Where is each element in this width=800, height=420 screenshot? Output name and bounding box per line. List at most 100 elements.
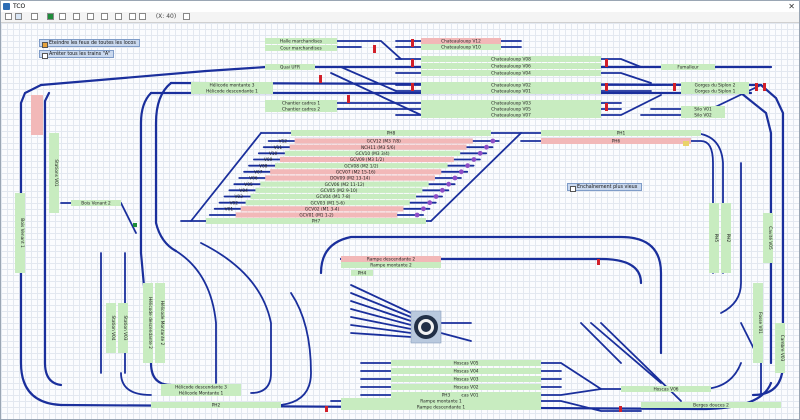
block-chat-v06[interactable]: Chateaulouop V06 — [491, 64, 531, 70]
track-plan-canvas[interactable]: Halle marchandises Cour marchandises Qua… — [1, 23, 799, 419]
block-chantier1[interactable]: Chantier cadres 1 — [282, 101, 320, 107]
block-helicom2[interactable]: Hélicode Montante 2 — [159, 301, 166, 346]
block-bois-venant2[interactable]: Bois Venant 2 — [81, 201, 111, 207]
loco-marker-icon[interactable] — [471, 157, 477, 162]
loco-marker-icon[interactable] — [414, 212, 420, 218]
signal-red[interactable] — [605, 59, 608, 67]
block-cour[interactable]: Cour marchandises — [280, 46, 322, 52]
yard-block[interactable] — [250, 193, 417, 200]
block-chantier2[interactable]: Chantier cadres 2 — [282, 107, 320, 113]
curve-icon[interactable] — [73, 13, 80, 20]
block-chat-v05[interactable]: Chateaulouop V05 — [491, 107, 531, 113]
block-gorges2[interactable]: Gorges du Siplon 2 — [695, 83, 736, 89]
signal-red[interactable] — [763, 83, 766, 91]
loco-marker-icon[interactable] — [427, 200, 433, 206]
loco-marker-icon[interactable] — [439, 187, 445, 193]
grid-icon[interactable] — [183, 13, 190, 20]
block-hoscas-v04[interactable]: Hoscas V04 — [453, 369, 478, 375]
block-fosse[interactable]: Fosse V01 — [757, 312, 763, 334]
block-ph1[interactable]: PH1 — [617, 131, 626, 137]
block-halle[interactable]: Halle marchandises — [280, 39, 323, 45]
loco-marker-icon[interactable] — [477, 150, 483, 156]
block-ph3[interactable]: PH3 — [442, 393, 451, 399]
track-icon[interactable] — [59, 13, 66, 20]
pencil-icon[interactable] — [31, 13, 38, 20]
block-hoscas-v06[interactable]: Hoscas V06 — [653, 387, 678, 393]
loco-marker-icon[interactable] — [458, 169, 464, 175]
yard-block[interactable] — [284, 150, 461, 156]
block-ph2-vertical[interactable]: PH2 — [725, 234, 731, 243]
yard-block[interactable] — [255, 187, 423, 193]
block-chat-v12[interactable]: Chateaulouop V12 — [441, 39, 481, 45]
block-chat-v03[interactable]: Chateaulouop V03 — [491, 101, 531, 107]
block-station-v03[interactable]: Station V03 — [122, 315, 128, 340]
block-helicom1[interactable]: Hélicode Montante 1 — [179, 390, 224, 397]
signal-red[interactable] — [319, 75, 322, 83]
loco-marker-icon[interactable] — [490, 138, 496, 144]
signal-red[interactable] — [755, 83, 758, 91]
yard-block[interactable] — [279, 156, 454, 163]
loco-marker-icon[interactable] — [421, 206, 426, 212]
block-hoscas-v01[interactable]: Hoscas V01 — [453, 393, 478, 399]
chain-button[interactable]: Enchaînement plus vieux — [567, 183, 642, 192]
block-ph5[interactable]: PH5 — [713, 234, 719, 243]
yard-block[interactable] — [260, 181, 429, 187]
block-ph4[interactable]: PH4 — [358, 271, 367, 277]
block-ph6[interactable]: PH6 — [612, 139, 621, 145]
block-cavite[interactable]: Cavité V05 — [767, 226, 774, 250]
loco-marker-icon[interactable] — [446, 181, 452, 187]
block-ph7[interactable]: PH7 — [312, 219, 321, 225]
switch-icon[interactable] — [115, 13, 122, 20]
block-bois-venant1[interactable]: Bois Venant 1 — [19, 218, 25, 248]
signal-icon[interactable] — [87, 13, 94, 20]
signal-red[interactable] — [411, 83, 414, 91]
stop-trains-button[interactable]: Arrêter tous les trains "A" — [39, 50, 115, 59]
block-chat-v04[interactable]: Chateaulouop V04 — [491, 71, 531, 77]
signal-red[interactable] — [411, 39, 414, 47]
block-chat-v10[interactable]: Chateaulouop V10 — [441, 45, 481, 51]
block-berges[interactable]: Berges douces 2 — [693, 403, 729, 409]
block-helicod1[interactable]: Hélicode descendante 1 — [206, 88, 258, 95]
stop-all-locos-button[interactable]: Eteindre les feux de toutes les locos — [39, 39, 140, 48]
loco-marker-icon[interactable] — [465, 163, 470, 169]
select-tool-icon[interactable] — [5, 13, 12, 20]
color-icon[interactable] — [47, 13, 54, 20]
block-silo2[interactable]: Silo V02 — [694, 113, 712, 119]
block-fumalleur[interactable]: Fumalleur — [677, 65, 699, 71]
block-chat-v08[interactable]: Chateaulouop V08 — [491, 57, 531, 63]
block-quai[interactable]: Quai UFR — [280, 65, 300, 71]
yard-block[interactable] — [265, 175, 435, 181]
block-rampe-desc1[interactable]: Rampe descendante 1 — [417, 405, 466, 411]
block-hoscas-v02[interactable]: Hoscas V02 — [453, 385, 478, 391]
signal-red[interactable] — [605, 103, 608, 111]
signal-yellow[interactable] — [683, 141, 689, 146]
signal-red[interactable] — [597, 259, 600, 265]
block-chat-v07[interactable]: Chateaulouop V07 — [491, 113, 531, 119]
block-ph8[interactable]: PH8 — [387, 131, 396, 137]
signal-red[interactable] — [373, 45, 376, 53]
close-icon[interactable]: ✕ — [788, 2, 795, 11]
signal-red[interactable] — [619, 406, 622, 412]
yard-block[interactable] — [245, 200, 410, 206]
signal-red[interactable] — [673, 83, 676, 91]
text-icon[interactable] — [129, 13, 136, 20]
turntable[interactable] — [410, 310, 442, 344]
block-hoscas-v05[interactable]: Hoscas V05 — [453, 361, 478, 367]
block-rampe-mont1[interactable]: Rampe montante 1 — [420, 399, 462, 405]
signal-green[interactable] — [133, 223, 137, 227]
yard-block[interactable] — [235, 212, 398, 218]
yard-block[interactable] — [294, 138, 473, 144]
block-rampe-desc2[interactable]: Rampe descendante 2 — [367, 257, 416, 263]
block-stations-v01[interactable]: Stations V01 — [53, 159, 59, 187]
block-helicod2[interactable]: Hélicode descendante 2 — [147, 297, 154, 349]
block-chat-v01[interactable]: Chateaulouop V01 — [491, 89, 531, 95]
signal-red[interactable] — [347, 95, 350, 103]
loco-marker-icon[interactable] — [452, 175, 458, 181]
block-silo1[interactable]: Silo V01 — [694, 107, 712, 113]
loco-marker-icon[interactable] — [484, 144, 489, 150]
block-helicod3[interactable]: Hélicode descendante 3 — [175, 384, 227, 391]
yard-block[interactable] — [240, 206, 404, 212]
yard-block[interactable] — [275, 163, 448, 169]
block-chat-v02[interactable]: Chateaulouop V02 — [491, 83, 531, 89]
block-station-v04[interactable]: Station V04 — [110, 315, 116, 340]
